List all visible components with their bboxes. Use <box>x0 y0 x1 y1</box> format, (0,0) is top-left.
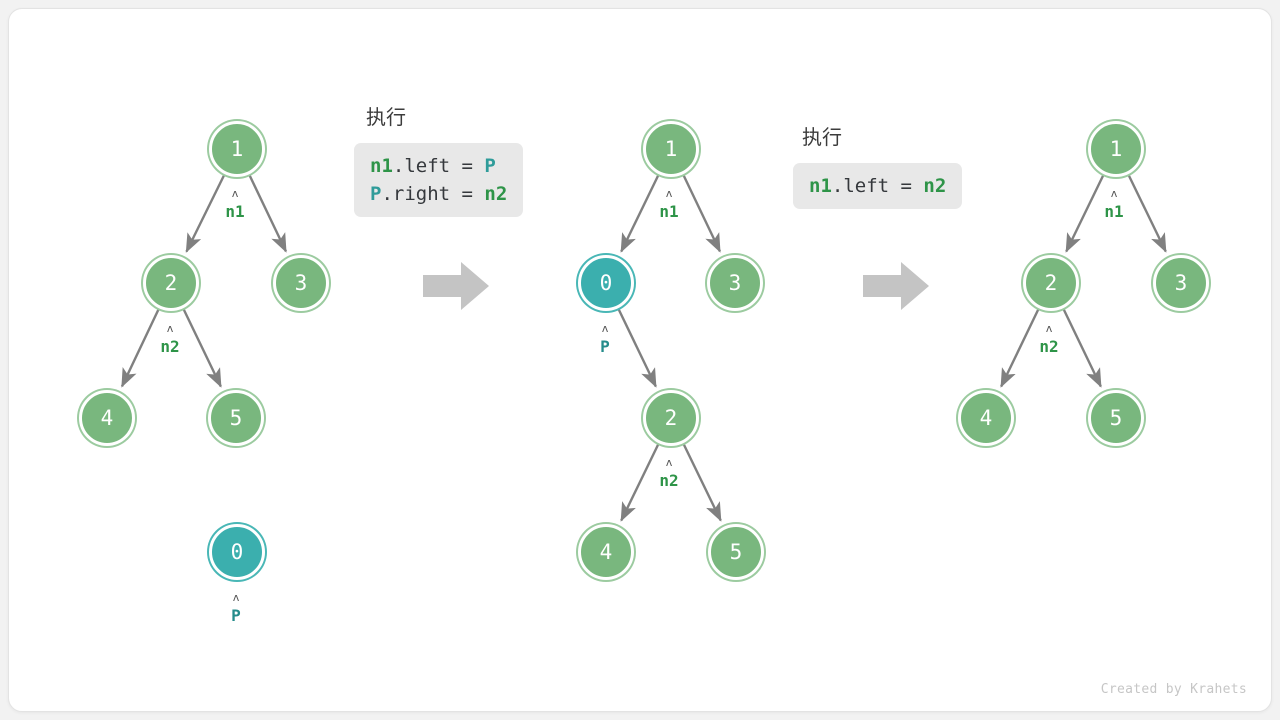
code-token: .left = <box>392 155 485 177</box>
tree-node-3[interactable]: 3 <box>1153 255 1209 311</box>
pointer-name: n1 <box>659 202 679 221</box>
code-token: n1 <box>809 175 832 197</box>
tree-node-2[interactable]: 2 <box>1023 255 1079 311</box>
tree-node-value: 5 <box>1109 405 1123 430</box>
tree-node-value: 1 <box>664 136 678 161</box>
tree-node-value: 3 <box>1174 270 1188 295</box>
pointer-name: n1 <box>225 202 245 221</box>
tree-node-value: 1 <box>230 136 244 161</box>
code-token: P <box>484 155 496 177</box>
tree-node-value: 1 <box>1109 136 1123 161</box>
footer-credit: Created by Krahets <box>1100 682 1247 697</box>
tree-node-value: 5 <box>729 539 743 564</box>
caret-icon: ʌ <box>665 456 673 469</box>
tree-node-5[interactable]: 5 <box>708 524 764 580</box>
caret-icon: ʌ <box>232 591 240 604</box>
step-title-1: 执行 <box>366 105 406 129</box>
tree-node-value: 3 <box>728 270 742 295</box>
code-token: .right = <box>381 183 485 205</box>
tree-node-1[interactable]: 1 <box>1088 121 1144 177</box>
code-token: n2 <box>923 175 947 197</box>
tree-node-1[interactable]: 1 <box>209 121 265 177</box>
code-token: n1 <box>370 155 393 177</box>
caret-icon: ʌ <box>166 322 174 335</box>
pointer-label-n2: ʌ n2 <box>140 322 200 356</box>
edge-layer <box>120 174 1167 522</box>
code-line: P.right = n2 <box>370 180 507 208</box>
tree-node-4[interactable]: 4 <box>958 390 1014 446</box>
tree-node-2[interactable]: 2 <box>143 255 199 311</box>
tree-node-2[interactable]: 2 <box>643 390 699 446</box>
tree-node-0[interactable]: 0 <box>209 524 265 580</box>
caret-icon: ʌ <box>231 187 239 200</box>
tree-node-value: 2 <box>664 405 678 430</box>
step-title-2: 执行 <box>802 125 842 149</box>
caret-icon: ʌ <box>1110 187 1118 200</box>
code-token: .left = <box>831 175 924 197</box>
tree-node-4[interactable]: 4 <box>79 390 135 446</box>
flow-arrow-shape <box>423 262 489 310</box>
pointer-name: P <box>231 606 241 625</box>
tree-node-3[interactable]: 3 <box>707 255 763 311</box>
tree-node-4[interactable]: 4 <box>578 524 634 580</box>
code-token: P <box>370 183 382 205</box>
pointer-label-n1: ʌ n1 <box>1084 187 1144 221</box>
pointer-label-n2: ʌ n2 <box>639 456 699 490</box>
flow-arrow-1 <box>423 262 489 310</box>
pointer-name: n2 <box>160 337 180 356</box>
caret-icon: ʌ <box>665 187 673 200</box>
tree-node-value: 0 <box>230 539 244 564</box>
flow-arrow-2 <box>863 262 929 310</box>
tree-node-value: 4 <box>599 539 613 564</box>
code-line: n1.left = n2 <box>809 172 946 200</box>
pointer-name: n2 <box>1039 337 1059 356</box>
tree-node-5[interactable]: 5 <box>1088 390 1144 446</box>
caret-icon: ʌ <box>601 322 609 335</box>
pointer-label-n1: ʌ n1 <box>205 187 265 221</box>
tree-node-value: 3 <box>294 270 308 295</box>
code-line: n1.left = P <box>370 152 507 180</box>
tree-node-1[interactable]: 1 <box>643 121 699 177</box>
code-block-2: n1.left = n2 <box>793 163 963 209</box>
tree-node-0[interactable]: 0 <box>578 255 634 311</box>
pointer-name: n2 <box>659 471 679 490</box>
flow-arrow-shape <box>863 262 929 310</box>
code-token: n2 <box>484 183 508 205</box>
tree-node-value: 2 <box>1044 270 1058 295</box>
tree-node-value: 4 <box>979 405 993 430</box>
tree-node-value: 4 <box>100 405 114 430</box>
pointer-label-n2: ʌ n2 <box>1019 322 1079 356</box>
tree-node-5[interactable]: 5 <box>208 390 264 446</box>
tree-node-value: 5 <box>229 405 243 430</box>
tree-node-value: 2 <box>164 270 178 295</box>
pointer-name: P <box>600 337 610 356</box>
pointer-name: n1 <box>1104 202 1124 221</box>
tree-node-3[interactable]: 3 <box>273 255 329 311</box>
pointer-label-n1: ʌ n1 <box>639 187 699 221</box>
tree-node-value: 0 <box>599 270 613 295</box>
caret-icon: ʌ <box>1045 322 1053 335</box>
